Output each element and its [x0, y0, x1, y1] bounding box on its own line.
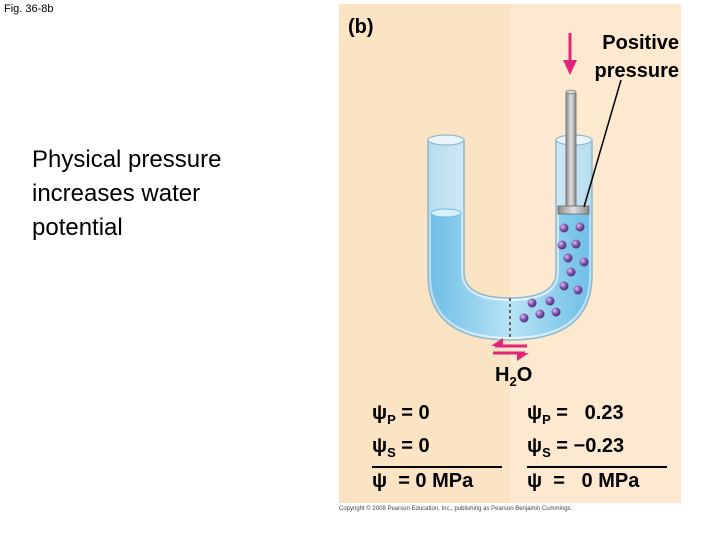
- pressure-arrow-head: [563, 60, 577, 75]
- left-arm-equations: ψP = 0 ψS = 0 ψ = 0 MPa: [372, 400, 502, 495]
- right-psi-total: ψ = 0 MPa: [527, 466, 667, 495]
- left-psi-total: ψ = 0 MPa: [372, 466, 502, 495]
- solute-particles: [519, 222, 589, 323]
- left-water-surface: [430, 208, 462, 218]
- equilibrium-arrows-icon: [491, 338, 529, 361]
- pressure-pointer-line: [583, 79, 622, 208]
- right-psi-s: ψS = −0.23: [527, 435, 625, 460]
- water: [431, 213, 589, 337]
- piston-rod: [565, 91, 577, 208]
- right-psi-p: ψP = 0.23: [527, 402, 624, 427]
- figure-label: Fig. 36-8b: [4, 3, 54, 15]
- right-arm-equations: ψP = 0.23 ψS = −0.23 ψ = 0 MPa: [527, 400, 667, 495]
- positive-pressure-label: Positive pressure: [594, 32, 680, 82]
- piston-rod-top: [565, 89, 577, 95]
- diagram-background-left: [339, 4, 510, 503]
- diagram-background-right: [510, 4, 681, 503]
- piston-head: [557, 205, 590, 215]
- left-psi-s: ψS = 0: [372, 435, 430, 460]
- copyright-notice: Copyright © 2008 Pearson Education, Inc.…: [339, 506, 573, 512]
- left-tube-rim: [427, 134, 465, 146]
- panel-label: (b): [348, 16, 374, 38]
- left-psi-p: ψP = 0: [372, 402, 430, 427]
- side-caption: Physical pressure increases water potent…: [32, 146, 222, 241]
- u-tube-glass: [427, 139, 593, 341]
- water-label: H2O: [495, 364, 533, 389]
